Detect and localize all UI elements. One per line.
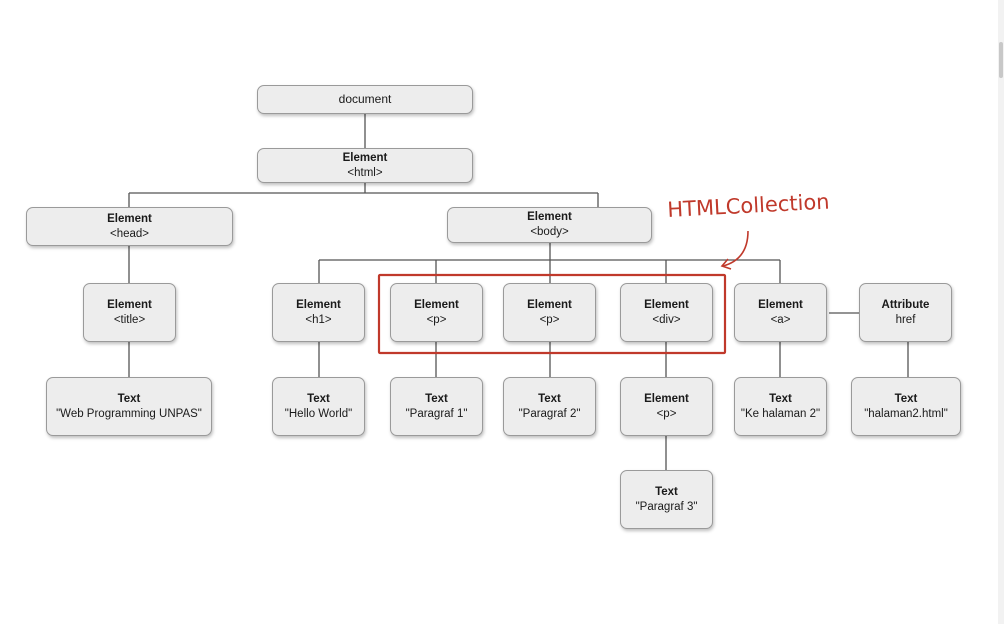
node-p2-text-kind: Text	[538, 392, 561, 405]
node-p1: Element <p>	[390, 283, 483, 342]
node-p2-kind: Element	[527, 298, 572, 311]
node-href-text: Text "halaman2.html"	[851, 377, 961, 436]
node-a-name: <a>	[770, 313, 791, 326]
node-p2: Element <p>	[503, 283, 596, 342]
node-h1-text-kind: Text	[307, 392, 330, 405]
node-div-kind: Element	[644, 298, 689, 311]
node-href-text-value: "halaman2.html"	[864, 407, 948, 420]
node-a-text-kind: Text	[769, 392, 792, 405]
node-body: Element <body>	[447, 207, 652, 243]
node-p1-kind: Element	[414, 298, 459, 311]
node-body-kind: Element	[527, 211, 572, 223]
node-a: Element <a>	[734, 283, 827, 342]
node-div-p-text-kind: Text	[655, 485, 678, 498]
node-h1-text: Text "Hello World"	[272, 377, 365, 436]
node-href-kind: Attribute	[881, 298, 930, 311]
node-title: Element <title>	[83, 283, 176, 342]
node-h1: Element <h1>	[272, 283, 365, 342]
node-title-text-value: "Web Programming UNPAS"	[56, 407, 202, 420]
annotation-arrow-head	[720, 258, 732, 270]
node-p2-name: <p>	[539, 313, 560, 326]
node-title-text: Text "Web Programming UNPAS"	[46, 377, 212, 436]
node-href: Attribute href	[859, 283, 952, 342]
node-title-name: <title>	[113, 313, 146, 326]
node-a-kind: Element	[758, 298, 803, 311]
node-document: document	[257, 85, 473, 114]
node-h1-text-value: "Hello World"	[284, 407, 353, 420]
node-p1-text-value: "Paragraf 1"	[405, 407, 468, 420]
node-div-p-text: Text "Paragraf 3"	[620, 470, 713, 529]
htmlcollection-highlight	[377, 273, 727, 355]
node-div: Element <div>	[620, 283, 713, 342]
node-title-kind: Element	[107, 298, 152, 311]
node-div-p-text-value: "Paragraf 3"	[635, 500, 698, 513]
vertical-scrollbar[interactable]	[998, 0, 1004, 624]
node-p1-text: Text "Paragraf 1"	[390, 377, 483, 436]
node-body-name: <body>	[530, 226, 569, 238]
node-head: Element <head>	[26, 207, 233, 246]
node-head-kind: Element	[107, 212, 152, 225]
node-h1-kind: Element	[296, 298, 341, 311]
node-href-text-kind: Text	[894, 392, 918, 405]
annotation-arrow	[722, 230, 749, 267]
node-html: Element <html>	[257, 148, 473, 183]
scrollbar-thumb[interactable]	[999, 42, 1003, 78]
node-p2-text-value: "Paragraf 2"	[518, 407, 581, 420]
node-a-text-value: "Ke halaman 2"	[740, 407, 821, 420]
node-title-text-kind: Text	[117, 392, 141, 405]
node-p1-name: <p>	[426, 313, 447, 326]
node-html-name: <html>	[347, 166, 383, 179]
node-href-name: href	[895, 313, 916, 326]
node-a-text: Text "Ke halaman 2"	[734, 377, 827, 436]
node-document-label: document	[338, 92, 392, 106]
node-div-p-name: <p>	[656, 407, 677, 420]
node-head-name: <head>	[109, 227, 149, 240]
node-div-p: Element <p>	[620, 377, 713, 436]
node-div-p-kind: Element	[644, 392, 689, 405]
node-p2-text: Text "Paragraf 2"	[503, 377, 596, 436]
node-html-kind: Element	[342, 151, 388, 164]
node-p1-text-kind: Text	[425, 392, 448, 405]
node-div-name: <div>	[652, 313, 681, 326]
node-h1-name: <h1>	[305, 313, 332, 326]
